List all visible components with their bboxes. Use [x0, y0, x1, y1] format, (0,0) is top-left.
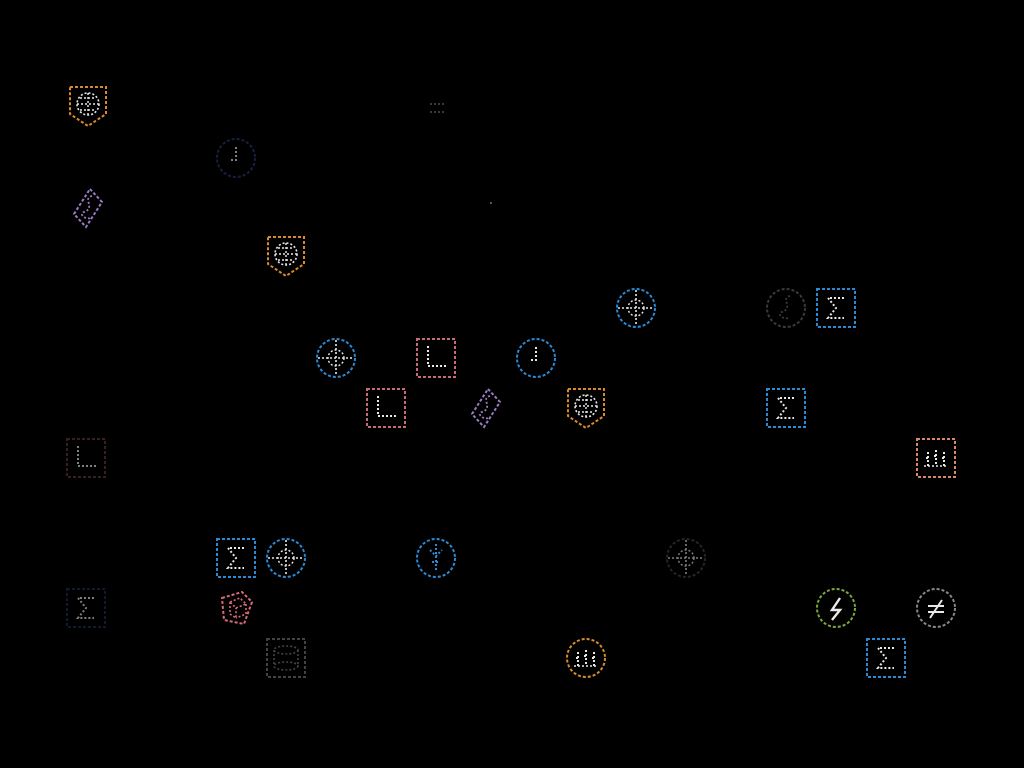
token-crosshair-icon[interactable]: [614, 286, 658, 330]
token-swirl-icon[interactable]: [464, 386, 508, 430]
token-clock-icon[interactable]: [514, 336, 558, 380]
token-cube-icon[interactable]: [214, 586, 258, 630]
token-bolt-icon[interactable]: [814, 586, 858, 630]
token-cylinder-icon[interactable]: [264, 636, 308, 680]
token-people-icon[interactable]: [914, 436, 958, 480]
token-people-icon[interactable]: [564, 636, 608, 680]
token-corner-icon[interactable]: [64, 436, 108, 480]
speck: [490, 202, 492, 204]
token-crosshair-icon[interactable]: [264, 536, 308, 580]
token-swirl-icon[interactable]: [66, 186, 110, 230]
token-globe-icon[interactable]: [264, 234, 308, 278]
token-corner-icon[interactable]: [414, 336, 458, 380]
token-corner-icon[interactable]: [364, 386, 408, 430]
token-sigma-icon[interactable]: [64, 586, 108, 630]
token-equals-icon[interactable]: [416, 86, 460, 130]
token-not-equal-icon[interactable]: [914, 586, 958, 630]
token-clock-icon[interactable]: [214, 136, 258, 180]
token-tree-icon[interactable]: [414, 536, 458, 580]
token-crosshair-icon[interactable]: [314, 336, 358, 380]
token-sigma-icon[interactable]: [864, 636, 908, 680]
token-swirl-icon[interactable]: [764, 286, 808, 330]
token-sigma-icon[interactable]: [214, 536, 258, 580]
token-globe-icon[interactable]: [66, 84, 110, 128]
token-globe-icon[interactable]: [564, 386, 608, 430]
token-sigma-icon[interactable]: [764, 386, 808, 430]
token-sigma-icon[interactable]: [814, 286, 858, 330]
token-crosshair-icon[interactable]: [664, 536, 708, 580]
